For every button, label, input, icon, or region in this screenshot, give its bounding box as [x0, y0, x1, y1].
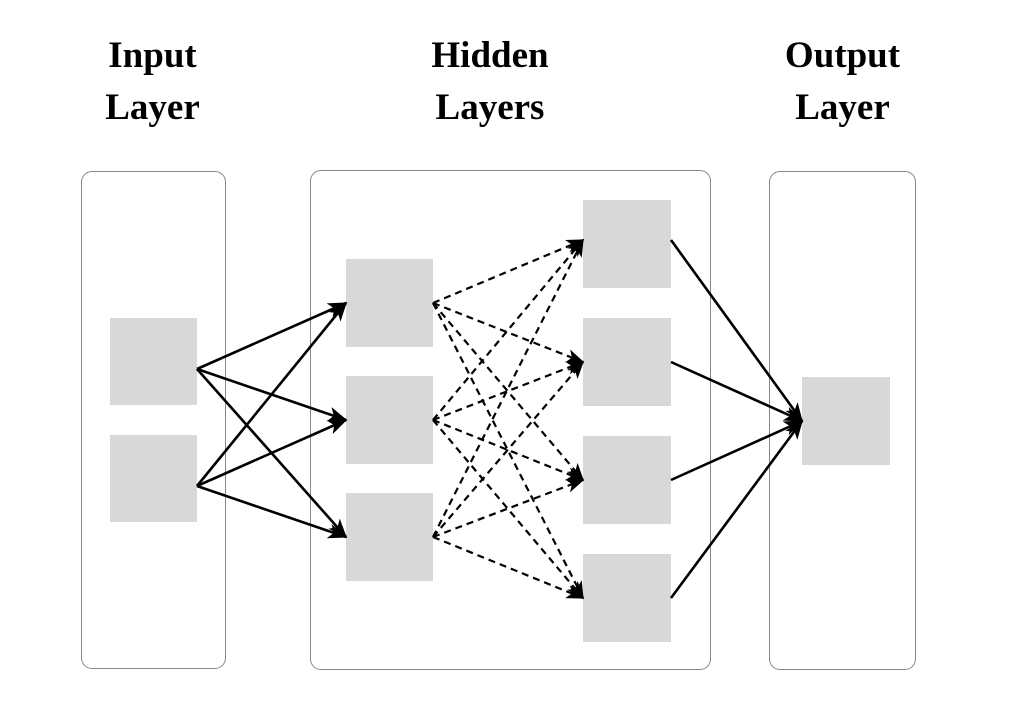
- hidden-layers-title: Hidden Layers: [431, 35, 549, 128]
- node-hidden-1-1: [346, 259, 433, 347]
- node-hidden-1-3: [346, 493, 433, 581]
- node-hidden-2-1: [583, 200, 671, 288]
- node-hidden-2-4: [583, 554, 671, 642]
- node-output-1: [802, 377, 890, 465]
- input-layer-container: [81, 171, 226, 669]
- output-layer-title: Output Layer: [784, 35, 901, 128]
- input-layer-title: Input Layer: [105, 35, 200, 128]
- node-input-1: [110, 318, 197, 405]
- node-input-2: [110, 435, 197, 522]
- node-hidden-1-2: [346, 376, 433, 464]
- node-hidden-2-2: [583, 318, 671, 406]
- node-hidden-2-3: [583, 436, 671, 524]
